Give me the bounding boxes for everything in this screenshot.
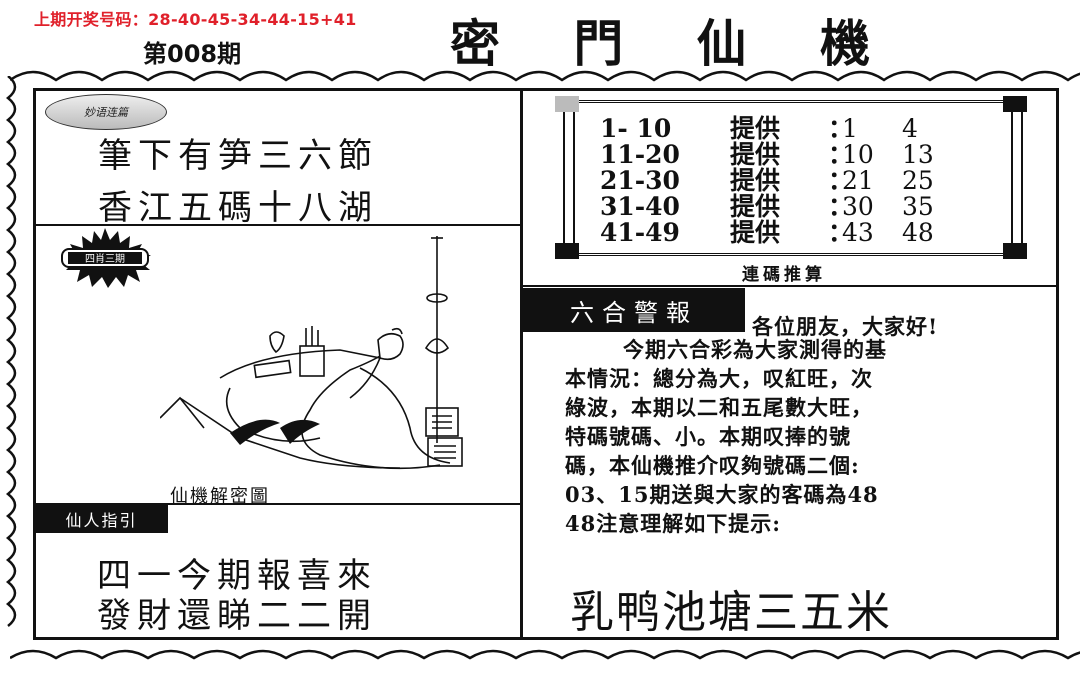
body-line: 03、15期送與大家的客碼為48 [565,482,879,507]
body-line: 48注意理解如下提示: [565,511,781,536]
alert-body: 今期六合彩為大家測得的基 本情況：總分為大，叹紅旺，次 綠波，本期以二和五尾數大… [565,335,1035,538]
range-cell: 41-49 [600,218,680,247]
title-char: 仙 [696,14,747,73]
colon-cell: ： [828,218,854,247]
svg-text:四肖三期: 四肖三期 [85,252,125,265]
scalloped-border-bottom [10,649,1080,660]
column-divider [520,88,523,640]
hint-phrase: 乳鸭池塘三五米 [570,587,892,638]
divider [35,224,521,226]
value-a-cell: 1 [842,114,858,143]
poem-top-line-2: 香江五碼十八湖 [98,188,378,228]
value-a-cell: 21 [842,166,874,195]
poem-top-line-1: 筆下有笋三六節 [98,136,378,176]
body-line: 特碼號碼、小。本期叹捧的號 [565,424,851,449]
value-b-cell: 25 [902,166,934,195]
corner-ornament-icon [1003,243,1027,259]
starburst-badge-icon: 四肖三期 [61,228,151,288]
title-char: 機 [819,14,870,73]
colon-cell: ： [828,166,854,195]
value-a-cell: 10 [842,140,874,169]
main-frame [33,88,1059,640]
body-line: 碼，本仙機推介叹夠號碼二個: [565,453,860,478]
corner-ornament-icon [1003,96,1027,112]
value-b-cell: 13 [902,140,934,169]
label-cell: 提供 [730,114,781,143]
image-caption: 仙機解密圖 [170,486,270,507]
divider [35,503,521,505]
title-char: 門 [573,14,624,73]
value-b-cell: 4 [902,114,918,143]
value-b-cell: 48 [902,218,934,247]
range-cell: 31-40 [600,192,680,221]
range-cell: 1- 10 [600,114,672,143]
table-row: 41-49 提供 ： 43 48 [600,220,962,246]
scalloped-border-top [10,70,1080,82]
body-line: 本情況：總分為大，叹紅旺，次 [565,366,873,391]
colon-cell: ： [828,140,854,169]
range-cell: 21-30 [600,166,680,195]
poem-bottom-line-2: 發財還睇二二開 [97,596,377,636]
table-row: 31-40 提供 ： 30 35 [600,194,962,220]
right-rail [1011,106,1023,244]
number-table-box [555,100,1015,256]
label-cell: 提供 [730,140,781,169]
scalloped-border-left [5,76,17,627]
table-row: 21-30 提供 ： 21 25 [600,168,962,194]
left-rail [563,106,575,244]
poem-bottom-line-1: 四一今期報喜來 [97,556,377,596]
issue-number: 第008期 [143,40,242,68]
table-row: 1- 10 提供 ： 1 4 [600,116,962,142]
corner-ornament-icon [555,96,579,112]
table-caption: 連碼推算 [742,265,826,285]
section-pill-label: 妙语连篇 [45,94,167,130]
alert-label: 六合警報 [523,288,745,332]
scholar-illustration [160,236,463,470]
title-char: 密 [450,14,500,73]
range-cell: 11-20 [600,140,680,169]
corner-ornament-icon [555,243,579,259]
page-title: 密 門 仙 機 [450,4,870,76]
divider [522,285,1058,287]
value-a-cell: 30 [842,192,874,221]
colon-cell: ： [828,192,854,221]
greeting: 各位朋友，大家好! [752,314,939,339]
body-line: 綠波，本期以二和五尾數大旺， [565,395,873,420]
last-draw-numbers: 上期开奖号码：28-40-45-34-44-15+41 [34,10,357,29]
colon-cell: ： [828,114,854,143]
label-cell: 提供 [730,218,781,247]
guide-label: 仙人指引 [35,505,168,533]
body-line: 今期六合彩為大家測得的基 [623,337,887,362]
table-row: 11-20 提供 ： 10 13 [600,142,962,168]
value-a-cell: 43 [842,218,874,247]
number-table: 1- 10 提供 ： 1 4 11-20 提供 ： 10 13 21-30 提供… [600,116,962,246]
label-cell: 提供 [730,166,781,195]
label-cell: 提供 [730,192,781,221]
value-b-cell: 35 [902,192,934,221]
